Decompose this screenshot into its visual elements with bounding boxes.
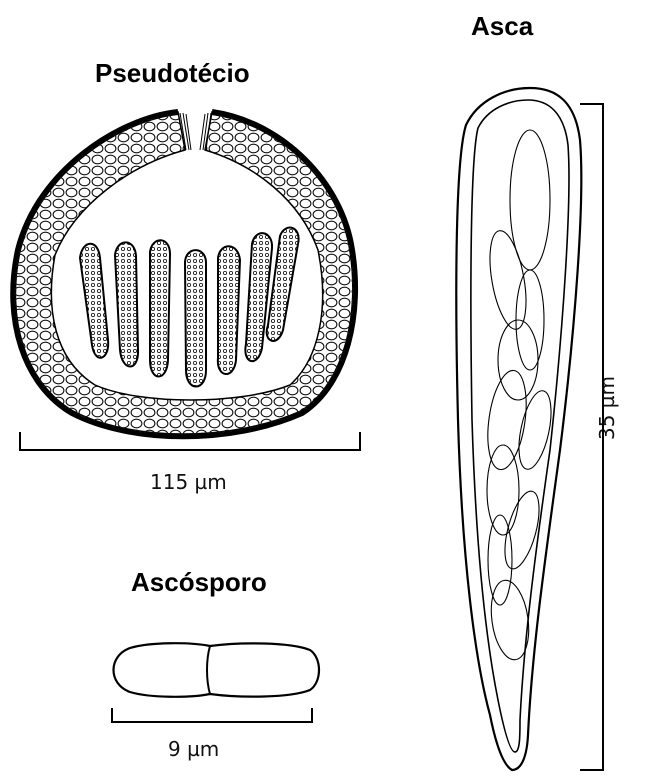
- asca-inner-wall: [471, 100, 569, 752]
- pseudotecio-asci: [80, 228, 299, 387]
- ascosporo-septum: [207, 646, 210, 694]
- pseudotecio-drawing: [13, 112, 360, 450]
- ascosporo-scale-bar: [112, 708, 312, 722]
- asca-outer-wall: [456, 88, 581, 770]
- asca-drawing: [456, 88, 603, 770]
- asca-ascospores: [482, 130, 557, 662]
- asca-scale-bar: [580, 104, 603, 770]
- ascosporo-spore: [114, 643, 320, 697]
- ascosporo-drawing: [112, 643, 319, 722]
